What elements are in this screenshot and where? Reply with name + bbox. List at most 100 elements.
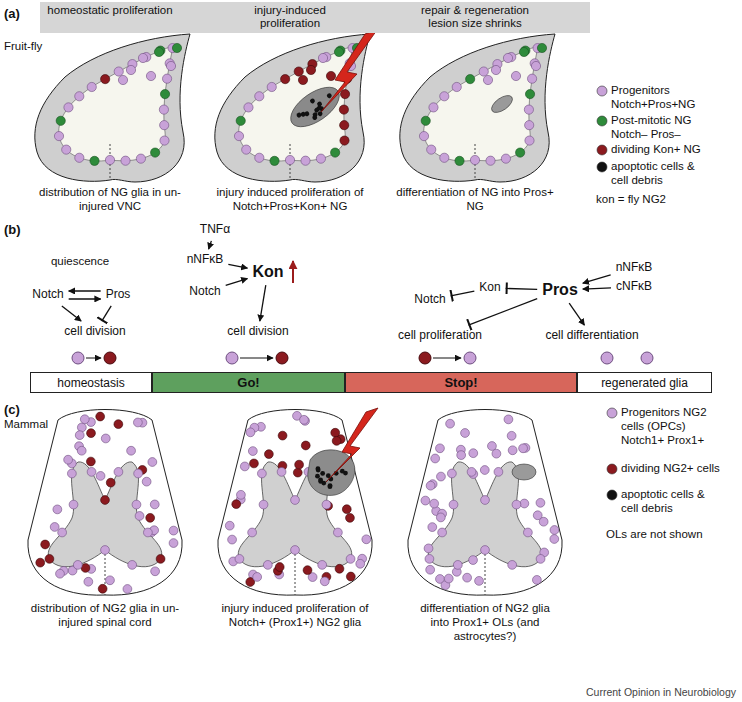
glia-cell <box>281 75 290 84</box>
panel-caption: injury induced proliferation of Notch+ (… <box>220 602 370 630</box>
glia-cell <box>98 584 107 593</box>
glia-cell <box>300 415 309 424</box>
glia-cell <box>519 444 528 453</box>
glia-cell <box>172 43 181 52</box>
glia-cell <box>508 561 517 570</box>
glia-cell <box>293 468 302 477</box>
glia-cell <box>118 75 127 84</box>
vnc-drawing <box>400 34 555 182</box>
node-text: TNFα <box>200 223 230 237</box>
glia-cell <box>512 500 521 509</box>
glia-cell <box>340 90 349 99</box>
glia-cell <box>342 505 351 514</box>
glia-cell <box>50 523 59 532</box>
glia-cell <box>114 420 123 429</box>
glia-cell <box>356 559 365 568</box>
glia-dots <box>419 43 546 165</box>
glia-cell <box>234 131 243 140</box>
glia-cell <box>436 513 445 522</box>
glia-cell <box>127 446 136 455</box>
pathway-term: cell proliferation <box>396 328 484 344</box>
glia-cell <box>332 436 341 445</box>
legend-swatch-box <box>596 144 608 156</box>
transition-arrow <box>433 358 461 359</box>
glia-cell <box>246 428 255 437</box>
glia-cell <box>250 459 259 468</box>
glia-cell <box>255 92 264 101</box>
activation-arrow <box>583 288 611 289</box>
glia-cell <box>481 496 490 505</box>
glia-cell <box>133 418 142 427</box>
glia-cell <box>291 496 300 505</box>
legend-swatch-box <box>596 85 608 97</box>
activation-arrow <box>69 290 101 291</box>
legend-swatch <box>607 464 617 474</box>
injury-bolt <box>321 30 377 112</box>
glia-cell <box>267 82 276 91</box>
glia-cell <box>166 61 175 70</box>
glia-cell <box>105 155 114 164</box>
panel-letter: (c) <box>4 402 20 418</box>
glia-cell <box>346 572 355 581</box>
note-label: Mammal <box>4 418 48 432</box>
glia-cell <box>301 156 310 165</box>
legend-swatch <box>607 490 617 500</box>
vnc-drawing <box>35 34 190 182</box>
apoptotic-cell <box>316 466 321 471</box>
glia-cell <box>519 47 528 56</box>
glia-cell <box>449 500 458 509</box>
legend-swatch-box <box>596 161 608 173</box>
glia-cell <box>53 505 62 514</box>
apoptotic-cell <box>318 479 323 484</box>
glia-cell <box>467 467 476 476</box>
activation-arrow <box>583 275 611 283</box>
glia-cell <box>151 567 160 576</box>
apoptotic-cell <box>311 114 318 121</box>
glia-cell <box>236 116 245 125</box>
node-text: Kon <box>252 263 283 281</box>
legend-text: Progenitors Notch+Pros+NG <box>611 84 711 112</box>
glia-cell <box>96 412 105 421</box>
glia-cell <box>67 469 76 478</box>
activation-arrow <box>226 279 248 286</box>
glia-cell <box>340 136 349 145</box>
glia-cell <box>429 103 438 112</box>
glia-cell <box>135 512 144 521</box>
apoptotic-cell <box>316 105 323 112</box>
transition-arrow <box>86 358 101 359</box>
pathway-term: Notch <box>30 287 65 303</box>
glia-cell <box>75 92 84 101</box>
node-text: nNFκB <box>187 253 224 267</box>
pathway-term: Pros <box>104 287 133 303</box>
vnc-neuropile <box>424 46 538 161</box>
glia-cell <box>419 131 428 140</box>
glia-cell <box>466 75 475 84</box>
glia-dots <box>421 415 559 590</box>
glia-cell <box>524 105 533 114</box>
pathway-term: cell division <box>62 324 127 340</box>
glia-cell <box>77 446 86 455</box>
pathway-term: nNFκB <box>185 252 226 268</box>
pathway-term: cell division <box>225 324 290 340</box>
glia-cell <box>537 43 546 52</box>
glia-cell <box>523 528 532 537</box>
pathway-term: TNFα <box>198 222 232 238</box>
glia-cell <box>453 561 462 570</box>
glia-cell <box>114 467 123 476</box>
glia-cell <box>333 528 342 537</box>
glia-cell <box>425 554 434 563</box>
injury-bolt <box>326 408 378 482</box>
glia-cell <box>508 446 517 455</box>
glia-cell <box>427 145 436 154</box>
glia-cell <box>298 75 307 84</box>
node-text: cell differentiation <box>545 329 638 343</box>
glia-cell <box>106 478 115 487</box>
glia-cell <box>486 156 495 165</box>
glia-cell <box>36 558 45 567</box>
node-text: homeostasis <box>57 376 124 390</box>
midline <box>485 550 486 595</box>
glia-cell <box>101 75 110 84</box>
node-text: Go! <box>237 375 259 390</box>
apoptotic-cell <box>317 110 324 117</box>
glia-cell <box>277 467 286 476</box>
